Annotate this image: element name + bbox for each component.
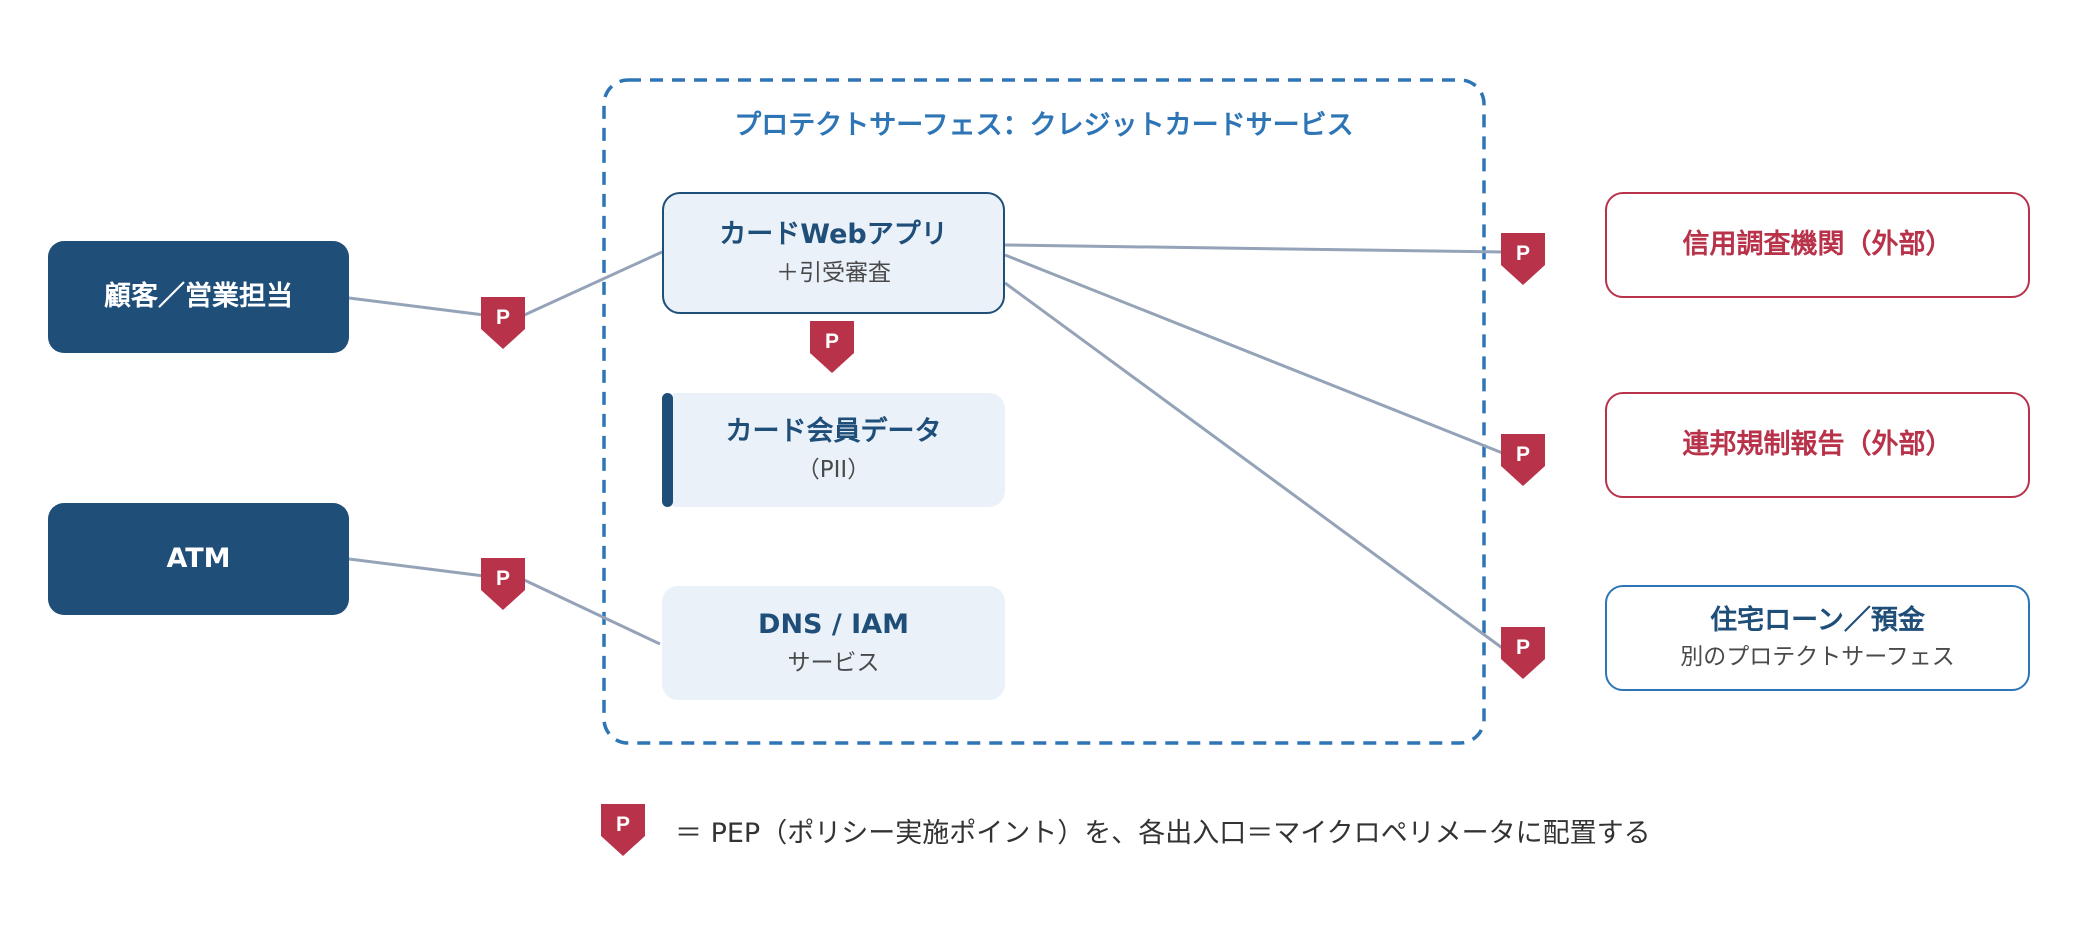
node-card-member-data[interactable]: カード会員データ （PII） bbox=[662, 393, 1005, 507]
connector-web-credit-bureau bbox=[1004, 243, 1506, 254]
node-customer-label: 顧客／営業担当 bbox=[104, 281, 293, 313]
node-federal-reporting[interactable]: 連邦規制報告（外部） bbox=[1605, 392, 2030, 498]
node-mortgage-deposit-title: 住宅ローン／預金 bbox=[1710, 605, 1925, 637]
node-mortgage-deposit-subtitle: 別のプロテクトサーフェス bbox=[1680, 644, 1955, 671]
connector-atm-pep bbox=[348, 557, 485, 578]
node-customer[interactable]: 顧客／営業担当 bbox=[48, 241, 349, 353]
node-card-web-app-title: カードWebアプリ bbox=[719, 219, 948, 251]
node-federal-reporting-label: 連邦規制報告（外部） bbox=[1682, 429, 1953, 461]
pep-markers: P P P P P P bbox=[481, 233, 1545, 856]
legend-text: ＝ PEP（ポリシー実施ポイント）を、各出入口＝マイクロペリメータに配置する bbox=[675, 818, 1651, 849]
pep-label: P bbox=[825, 330, 839, 353]
pep-shield-icon: P bbox=[1501, 627, 1545, 679]
pep-label: P bbox=[1516, 242, 1530, 265]
node-atm-label: ATM bbox=[166, 543, 231, 575]
pep-label: P bbox=[1516, 443, 1530, 466]
node-card-member-data-subtitle: （PII） bbox=[796, 457, 871, 484]
node-credit-bureau-label: 信用調査機関（外部） bbox=[1682, 229, 1953, 261]
connector-web-mortgage bbox=[1004, 281, 1506, 652]
node-credit-bureau[interactable]: 信用調査機関（外部） bbox=[1605, 192, 2030, 298]
protect-surface-boundary bbox=[602, 78, 1486, 745]
pep-shield-icon: P bbox=[1501, 434, 1545, 486]
legend-pep-icon: P bbox=[601, 804, 645, 856]
pep-label: P bbox=[496, 567, 510, 590]
node-dns-iam[interactable]: DNS / IAM サービス bbox=[662, 586, 1005, 700]
pep-label: P bbox=[1516, 636, 1530, 659]
connector-pep-card-web-app bbox=[519, 250, 663, 319]
node-card-web-app-subtitle: ＋引受審査 bbox=[776, 260, 891, 287]
node-atm[interactable]: ATM bbox=[48, 503, 349, 615]
connector-pep-dns-iam bbox=[519, 576, 661, 646]
data-accent-bar bbox=[662, 393, 673, 507]
node-mortgage-deposit[interactable]: 住宅ローン／預金 別のプロテクトサーフェス bbox=[1605, 585, 2030, 691]
pep-label: P bbox=[496, 306, 510, 329]
pep-shield-icon: P bbox=[481, 297, 525, 349]
pep-shield-icon: P bbox=[810, 321, 854, 373]
pep-shield-icon: P bbox=[481, 558, 525, 610]
connector-web-federal-reporting bbox=[1004, 253, 1506, 456]
pep-shield-icon: P bbox=[1501, 233, 1545, 285]
connector-customer-pep bbox=[348, 296, 485, 317]
node-dns-iam-subtitle: サービス bbox=[787, 650, 880, 677]
node-card-member-data-title: カード会員データ bbox=[725, 416, 942, 448]
protect-surface-title: プロテクトサーフェス：クレジットカードサービス bbox=[734, 110, 1354, 141]
node-card-web-app[interactable]: カードWebアプリ ＋引受審査 bbox=[662, 192, 1005, 314]
pep-label: P bbox=[616, 813, 630, 836]
node-dns-iam-title: DNS / IAM bbox=[758, 609, 909, 641]
